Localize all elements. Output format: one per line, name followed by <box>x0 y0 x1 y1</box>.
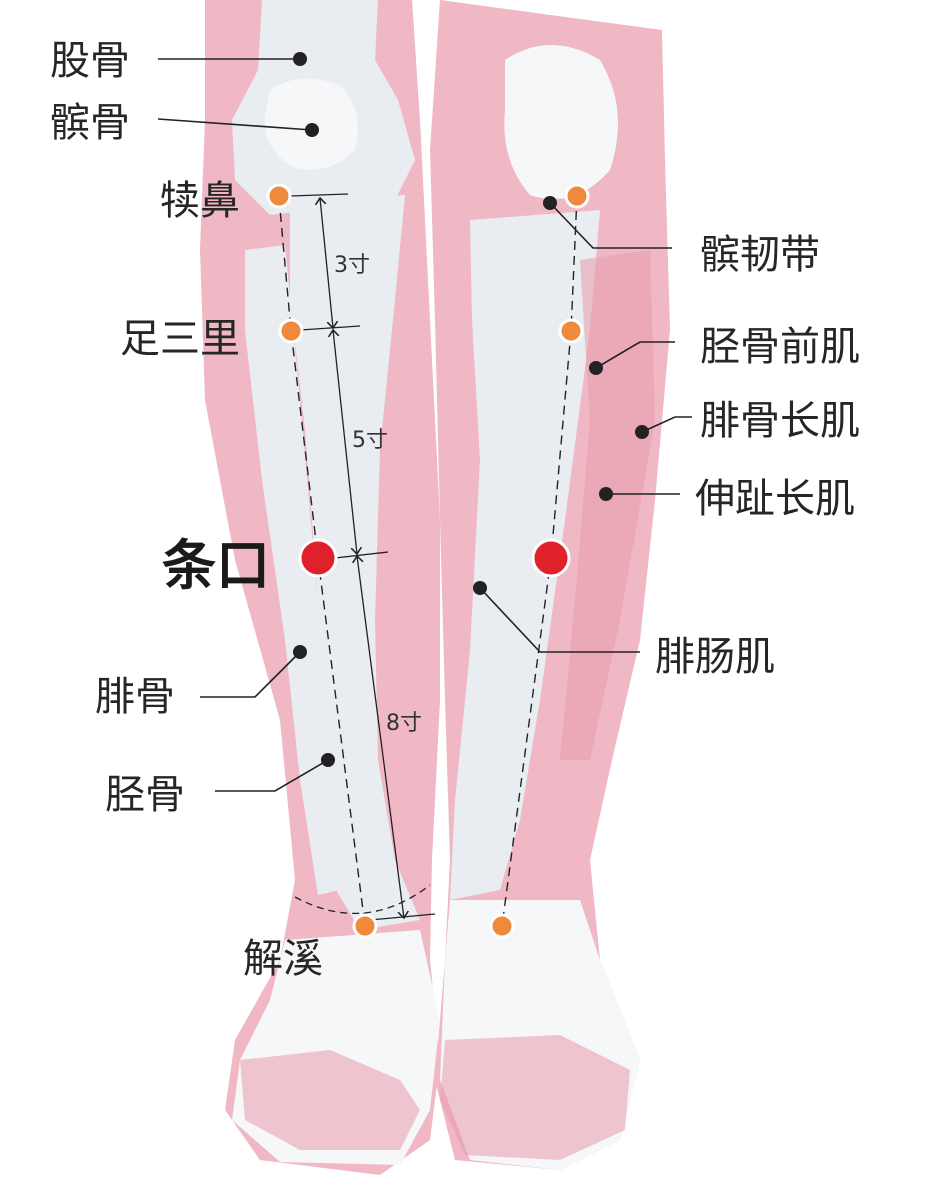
label-patellar-ligament: 髌韧带 <box>700 232 820 278</box>
left-toe-muscle <box>240 1050 420 1150</box>
label-gastrocnemius: 腓肠肌 <box>655 634 775 680</box>
right-tibia-shape <box>450 210 600 900</box>
measurement-lines <box>289 193 436 921</box>
leader-peroneus-longus <box>641 416 692 433</box>
acupoint-right-2 <box>558 318 584 344</box>
leader-dots <box>293 52 649 767</box>
acupoints <box>266 183 590 939</box>
dot-tibialis-anterior <box>589 361 603 375</box>
acupoint-tiaokou <box>298 538 338 578</box>
dot-extensor-digitorum <box>599 487 613 501</box>
label-extensor-digitorum: 伸趾长肌 <box>695 476 855 522</box>
label-peroneus-longus: 腓骨长肌 <box>700 398 860 444</box>
label-femur: 股骨 <box>50 38 130 84</box>
label-tiaokou: 条口 <box>162 534 270 597</box>
dot-tibia <box>321 753 335 767</box>
label-tibia: 胫骨 <box>105 772 185 818</box>
label-tibialis-anterior: 胫骨前肌 <box>700 324 860 370</box>
right-toe-muscle <box>440 1035 630 1160</box>
label-jiexi: 解溪 <box>243 936 323 982</box>
right-patella-shape <box>504 45 618 200</box>
dot-fibula <box>293 645 307 659</box>
acupoint-jiexi <box>352 913 378 939</box>
acupoint-right-1 <box>564 183 590 209</box>
acupoint-dubi <box>266 183 292 209</box>
left-fibula-shape <box>245 245 340 895</box>
leader-tibia <box>215 759 329 792</box>
label-patella: 髌骨 <box>50 100 130 146</box>
leader-gastrocnemius <box>479 587 640 653</box>
leader-lines <box>157 58 692 792</box>
label-fibula: 腓骨 <box>95 674 175 720</box>
measure-3cun-line <box>320 198 333 328</box>
dot-femur <box>293 52 307 66</box>
dubi-tick <box>289 193 349 197</box>
ankle-dashed-arc <box>294 884 431 914</box>
label-zusanli: 足三里 <box>120 316 240 362</box>
dot-peroneus-longus <box>635 425 649 439</box>
label-dubi: 犊鼻 <box>160 178 240 224</box>
acupoint-right-3 <box>489 913 515 939</box>
dot-gastrocnemius <box>473 581 487 595</box>
right-muscle-band <box>560 250 655 760</box>
measure-5cun-line <box>333 330 357 554</box>
left-meridian-line <box>278 197 366 927</box>
right-meridian-line <box>501 195 578 927</box>
leader-fibula <box>200 651 301 698</box>
measure-8cun-line <box>357 556 404 918</box>
measure-3cun-label: 3寸 <box>334 253 370 278</box>
acupoint-tiaokou-right <box>531 538 571 578</box>
acupoint-zusanli <box>278 318 304 344</box>
right-leg <box>430 0 670 1170</box>
measure-5cun-label: 5寸 <box>352 428 388 453</box>
meridian-lines <box>278 195 578 927</box>
dot-patella <box>305 123 319 137</box>
leader-patellar-ligament <box>549 202 672 249</box>
measure-8cun-label: 8寸 <box>386 711 422 736</box>
leader-patella <box>157 118 313 131</box>
dot-patellar-ligament <box>543 196 557 210</box>
leader-tibialis-anterior <box>595 341 675 369</box>
